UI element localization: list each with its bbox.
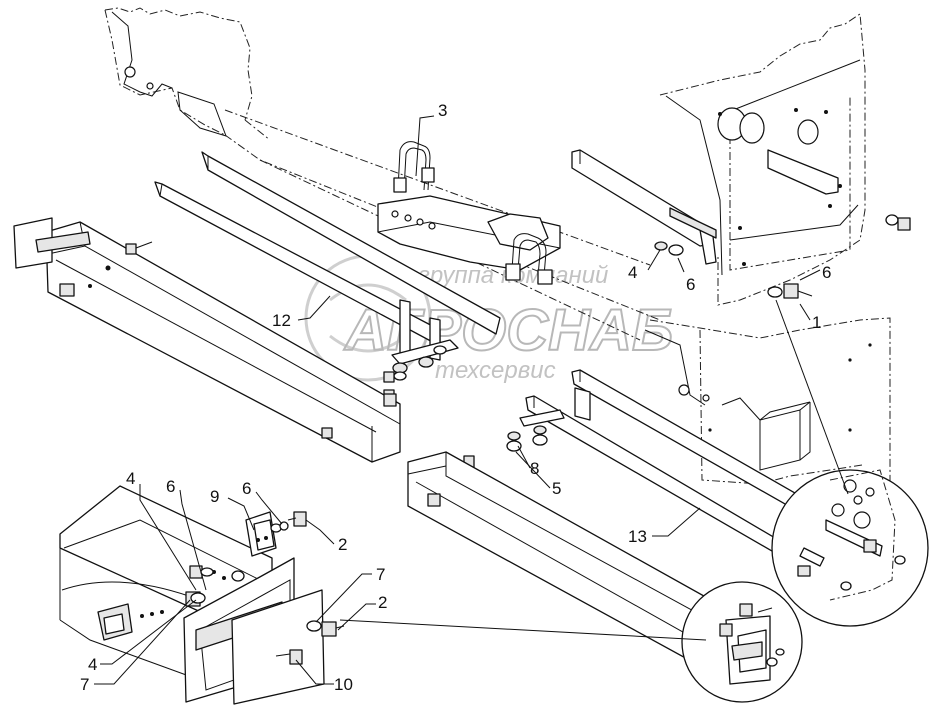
left-bumper-beam (13, 217, 401, 463)
callout-labels: 3 12 4 6 6 1 8 5 13 4 6 9 6 2 7 2 4 7 10 (80, 101, 831, 694)
callout-6-right: 6 (822, 263, 831, 282)
callout-6-detail-left: 6 (166, 477, 175, 496)
detail-circle-bottom (339, 581, 803, 703)
callout-7-right: 7 (376, 565, 385, 584)
watermark-line3: техсервис (435, 357, 556, 384)
callout-4-upper: 4 (628, 263, 637, 282)
u-bolt-lower (505, 233, 553, 285)
callout-6-upper: 6 (686, 275, 695, 294)
detail-circle-right (771, 299, 929, 627)
callout-13: 13 (628, 527, 647, 546)
callout-12: 12 (272, 311, 291, 330)
callout-9: 9 (210, 487, 219, 506)
chassis-frame (104, 7, 891, 601)
callout-8: 8 (530, 459, 539, 478)
callout-6-detail-right: 6 (242, 479, 251, 498)
leader-lines (94, 115, 821, 685)
callout-7-left: 7 (80, 675, 89, 694)
watermark-logo-wheat-icon (329, 283, 407, 353)
callout-2-upper: 2 (338, 535, 347, 554)
callout-4-detail-bottom: 4 (88, 655, 97, 674)
callout-4-detail-top: 4 (126, 469, 135, 488)
callout-5: 5 (552, 479, 561, 498)
callout-3: 3 (438, 101, 447, 120)
center-bracket (377, 195, 561, 271)
callout-2-lower: 2 (378, 593, 387, 612)
callout-1: 1 (812, 313, 821, 332)
u-bolt-upper (393, 141, 435, 193)
enlarged-beam-end (59, 485, 345, 705)
right-upper-bracket (571, 149, 911, 299)
callout-10: 10 (334, 675, 353, 694)
right-bumper-beam (407, 451, 755, 679)
